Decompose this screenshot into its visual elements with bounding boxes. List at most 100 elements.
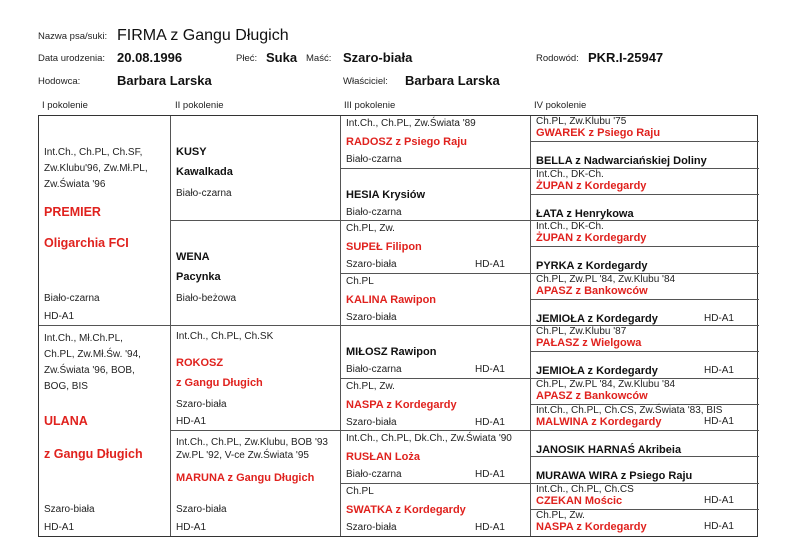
hd-result: HD-A1 [703, 312, 734, 324]
coat-color: Biało-czarna [346, 469, 402, 480]
gen4-dog: JANOSIK HARNAŚ Akribeia [531, 431, 759, 458]
titles-text: Int.Ch., Ch.PL, Dk.Ch., Zw.Świata '90 [346, 433, 512, 444]
titles-text: Zw.Świata '96, BOB, [44, 365, 135, 376]
dog-name: HESIA Krysiów [346, 188, 426, 201]
titles-text: Int.Ch., Ch.PL, Ch.SK [176, 331, 274, 342]
dog-name: Kawalkada [176, 166, 233, 178]
titles-text: Ch.PL, Zw.PL '84, Zw.Klubu '84 [536, 378, 676, 390]
dog-name: JEMIOŁA z Kordegardy [536, 365, 658, 378]
hd-result: HD-A1 [474, 416, 505, 428]
gen1-dog: Int.Ch., Mł.Ch.PL,Ch.PL, Zw.Mł.Św. '94,Z… [39, 326, 171, 536]
titles-text: Int.Ch., Ch.PL, Ch.SF, [44, 147, 143, 158]
dog-name: RADOSZ z Psiego Raju [346, 136, 468, 148]
hd-result: HD-A1 [703, 415, 734, 427]
coat-color: Szaro-biała [176, 504, 227, 515]
hd-result: HD-A1 [176, 522, 207, 533]
color-value: Szaro-biała [343, 50, 413, 65]
coat-color: Biało-czarna [346, 364, 402, 375]
gen4-dog: PYRKA z Kordegardy [531, 247, 759, 274]
dog-name: JANOSIK HARNAŚ Akribeia [536, 444, 682, 456]
dog-name: SUPEŁ Filipon [346, 241, 422, 253]
dog-name: ŁATA z Henrykowa [536, 207, 634, 220]
hd-result: HD-A1 [474, 364, 505, 375]
dog-name: APASZ z Bankowców [536, 389, 648, 402]
gen4-dog: JEMIOŁA z Kordegardy HD-A1 [531, 300, 759, 326]
gen4-dog: Int.Ch., Ch.PL, Ch.CS, Zw.Świata '83, BI… [531, 405, 759, 431]
titles-text: Ch.PL [346, 275, 374, 287]
hd-result: HD-A1 [474, 469, 505, 480]
dog-name: PYRKA z Kordegardy [536, 260, 648, 273]
dog-name: Oligarchia FCI [44, 236, 129, 250]
titles-text: Zw.Świata '96 [44, 179, 106, 190]
hd-result: HD-A1 [703, 494, 734, 506]
gen4-dog: JEMIOŁA z Kordegardy HD-A1 [531, 352, 759, 379]
dob-label: Data urodzenia: [38, 53, 106, 64]
pedigree-label: Rodowód: [536, 53, 579, 64]
titles-text: Ch.PL, Zw. [536, 509, 585, 521]
dog-name: NASPA z Kordegardy [346, 398, 457, 411]
coat-color: Biało-czarna [176, 188, 232, 199]
dog-name-label: Nazwa psa/suki: [38, 31, 108, 42]
titles-text: Ch.PL, Zw.Klubu '87 [536, 326, 627, 337]
titles-text: Ch.PL, Zw.Mł.Św. '94, [44, 349, 141, 360]
pedigree-number: PKR.I-25947 [588, 50, 664, 65]
gen4-dog: Int.Ch., DK-Ch.ŻUPAN z Kordegardy [531, 169, 759, 195]
titles-text: Ch.PL [346, 485, 374, 497]
dob-value: 20.08.1996 [117, 50, 183, 65]
titles-text: Zw.PL '92, V-ce Zw.Świata '95 [176, 450, 309, 461]
dog-name: GWAREK z Psiego Raju [536, 127, 661, 139]
titles-text: Ch.PL, Zw.PL '84, Zw.Klubu '84 [536, 273, 676, 285]
color-label: Maść: [306, 53, 332, 64]
dog-name: PREMIER [44, 205, 101, 219]
dog-name: z Gangu Długich [176, 377, 263, 389]
dog-name: NASPA z Kordegardy [536, 520, 647, 533]
hd-result: HD-A1 [474, 521, 505, 533]
generation-1-header: I pokolenie [42, 100, 88, 111]
gen4-dog: MURAWA WIRA z Psiego Raju [531, 457, 759, 484]
generation-4-header: IV pokolenie [534, 100, 587, 111]
dog-name: KALINA Rawipon [346, 293, 437, 306]
dog-name: JEMIOŁA z Kordegardy [536, 312, 658, 325]
hd-result: HD-A1 [176, 416, 207, 427]
sex-label: Płeć: [236, 53, 258, 64]
hd-result: HD-A1 [44, 311, 75, 322]
dog-name: RUSŁAN Loża [346, 451, 420, 463]
titles-text: Ch.PL, Zw. [346, 223, 395, 234]
breeder-label: Hodowca: [38, 76, 81, 87]
coat-color: Biało-czarna [346, 206, 402, 218]
dog-name: ŻUPAN z Kordegardy [536, 179, 647, 192]
titles-text: Int.Ch., DK-Ch. [536, 221, 604, 232]
gen1-dog: Int.Ch., Ch.PL, Ch.SF, Zw.Klubu'96, Zw.Mł… [39, 116, 171, 326]
generation-2-header: II pokolenie [175, 100, 224, 111]
hd-result: HD-A1 [474, 259, 505, 270]
titles-text: Int.Ch., Ch.PL, Ch.CS, Zw.Świata '83, BI… [536, 404, 723, 416]
dog-name: MURAWA WIRA z Psiego Raju [536, 470, 693, 483]
titles-text: Int.Ch., Ch.PL, Zw.Klubu, BOB '93 [176, 437, 328, 448]
dog-name: APASZ z Bankowców [536, 284, 648, 297]
coat-color: Szaro-biała [346, 259, 397, 270]
dog-name: CZEKAN Mościc [536, 494, 623, 507]
coat-color: Szaro-biała [44, 504, 95, 515]
titles-text: Zw.Klubu'96, Zw.Mł.PL, [44, 163, 148, 174]
owner-value: Barbara Larska [405, 73, 500, 88]
hd-result: HD-A1 [44, 522, 75, 533]
hd-result: HD-A1 [703, 365, 734, 377]
dog-name: PAŁASZ z Wielgowa [536, 337, 642, 349]
coat-color: Szaro-biała [176, 399, 227, 410]
dog-name: MARUNA z Gangu Długich [176, 472, 315, 484]
titles-text: BOG, BIS [44, 381, 88, 392]
dog-name: FIRMA z Gangu Długich [117, 27, 289, 44]
